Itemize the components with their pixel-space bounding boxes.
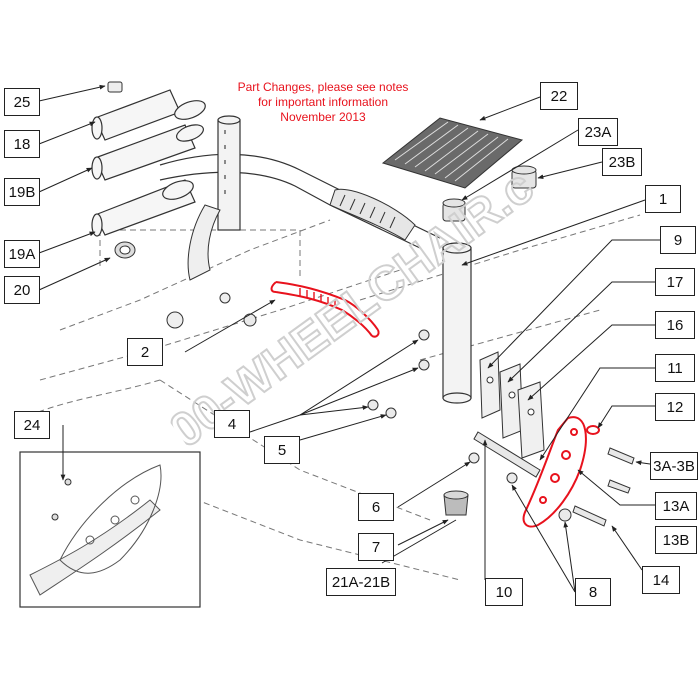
- callout-24[interactable]: 24: [14, 411, 50, 439]
- callout-1[interactable]: 1: [645, 185, 681, 213]
- highlighted-bracket-13a: [522, 416, 587, 528]
- callout-6[interactable]: 6: [358, 493, 394, 521]
- caster-cap-21: [443, 490, 469, 516]
- callout-12[interactable]: 12: [655, 393, 695, 421]
- callout-7[interactable]: 7: [358, 533, 394, 561]
- callout-8[interactable]: 8: [575, 578, 611, 606]
- callout-2[interactable]: 2: [127, 338, 163, 366]
- inset-detail-24: [19, 451, 201, 608]
- backrest-cane: [217, 115, 241, 231]
- callout-20[interactable]: 20: [4, 276, 40, 304]
- cane-bracket: [166, 204, 231, 329]
- side-plates: [479, 351, 545, 459]
- pin-part-25: [107, 81, 123, 93]
- callout-10[interactable]: 10: [485, 578, 523, 606]
- callout-9[interactable]: 9: [660, 226, 696, 254]
- highlighted-strap-part-2: [270, 281, 380, 338]
- armrest-pad: [381, 117, 524, 189]
- callout-13b[interactable]: 13B: [655, 526, 697, 554]
- callout-21a-21b[interactable]: 21A-21B: [326, 568, 396, 596]
- notice-line-2: for important information: [257, 95, 389, 109]
- nuts-and-washers: [243, 313, 572, 522]
- grip-sleeve: [329, 188, 416, 241]
- callout-19b[interactable]: 19B: [4, 178, 40, 206]
- axle-and-bolts: [473, 431, 635, 527]
- callout-16[interactable]: 16: [655, 311, 695, 339]
- callout-17[interactable]: 17: [655, 268, 695, 296]
- callout-11[interactable]: 11: [655, 354, 695, 382]
- callout-13a[interactable]: 13A: [655, 492, 697, 520]
- callout-4[interactable]: 4: [214, 410, 250, 438]
- part-change-notice: Part Changes, please see notes for impor…: [228, 80, 418, 125]
- highlighted-washer-12: [586, 425, 600, 435]
- callout-23b[interactable]: 23B: [602, 148, 642, 176]
- callout-18[interactable]: 18: [4, 130, 40, 158]
- push-handle-tubes: [91, 89, 206, 237]
- callout-14[interactable]: 14: [642, 566, 680, 594]
- caps-23: [442, 165, 537, 222]
- callout-22[interactable]: 22: [540, 82, 578, 110]
- callout-19a[interactable]: 19A: [4, 240, 40, 268]
- callout-25[interactable]: 25: [4, 88, 40, 116]
- callout-5[interactable]: 5: [264, 436, 300, 464]
- callout-3a-3b[interactable]: 3A-3B: [650, 452, 698, 480]
- notice-line-1: Part Changes, please see notes: [237, 80, 409, 94]
- notice-line-3: November 2013: [280, 110, 366, 124]
- leader-lines: [38, 84, 660, 593]
- callout-23a[interactable]: 23A: [578, 118, 618, 146]
- upright-tube: [442, 242, 472, 404]
- bushing-part-20: [114, 241, 136, 259]
